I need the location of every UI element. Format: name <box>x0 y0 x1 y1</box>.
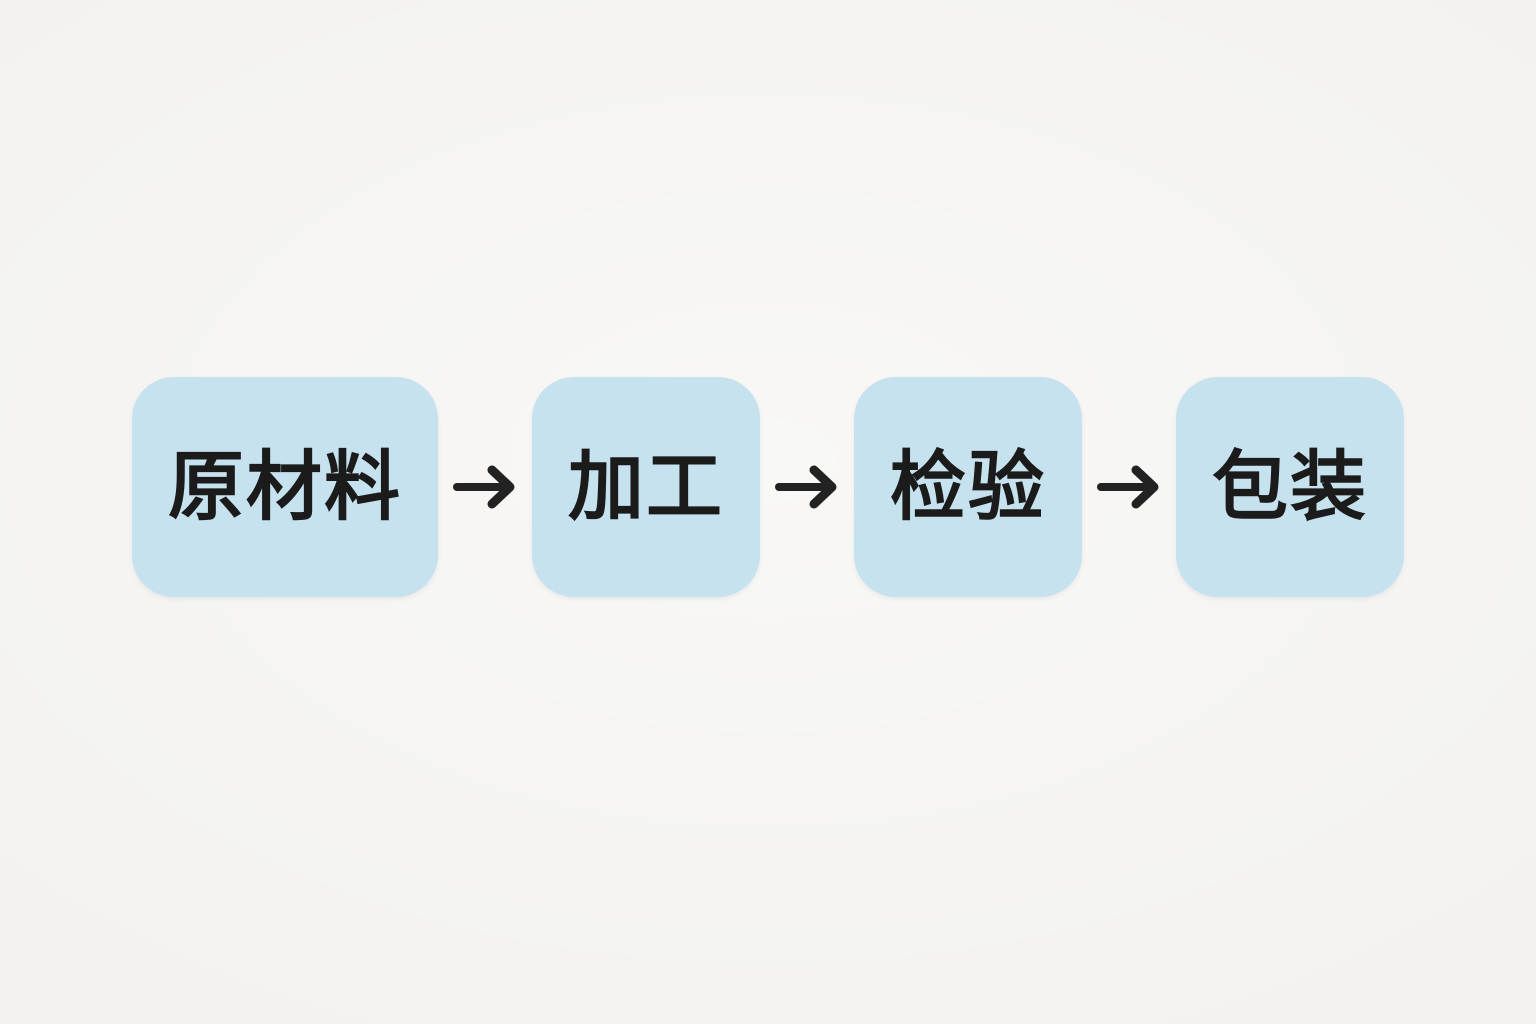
step-label-inspection: 检验 <box>890 442 1046 531</box>
flow-arrow-3 <box>1082 461 1176 513</box>
step-box-packaging: 包装 <box>1176 377 1404 597</box>
flow-arrow-1 <box>438 461 532 513</box>
arrow-right-icon <box>453 465 515 509</box>
arrow-right-icon <box>1097 465 1159 509</box>
step-box-processing: 加工 <box>532 377 760 597</box>
process-flow-row: 原材料 加工 检验 包装 <box>0 377 1536 597</box>
step-label-raw-materials: 原材料 <box>168 442 402 531</box>
flow-arrow-2 <box>760 461 854 513</box>
step-box-inspection: 检验 <box>854 377 1082 597</box>
step-box-raw-materials: 原材料 <box>132 377 438 597</box>
step-label-packaging: 包装 <box>1212 442 1368 531</box>
step-label-processing: 加工 <box>568 442 724 531</box>
arrow-right-icon <box>775 465 837 509</box>
